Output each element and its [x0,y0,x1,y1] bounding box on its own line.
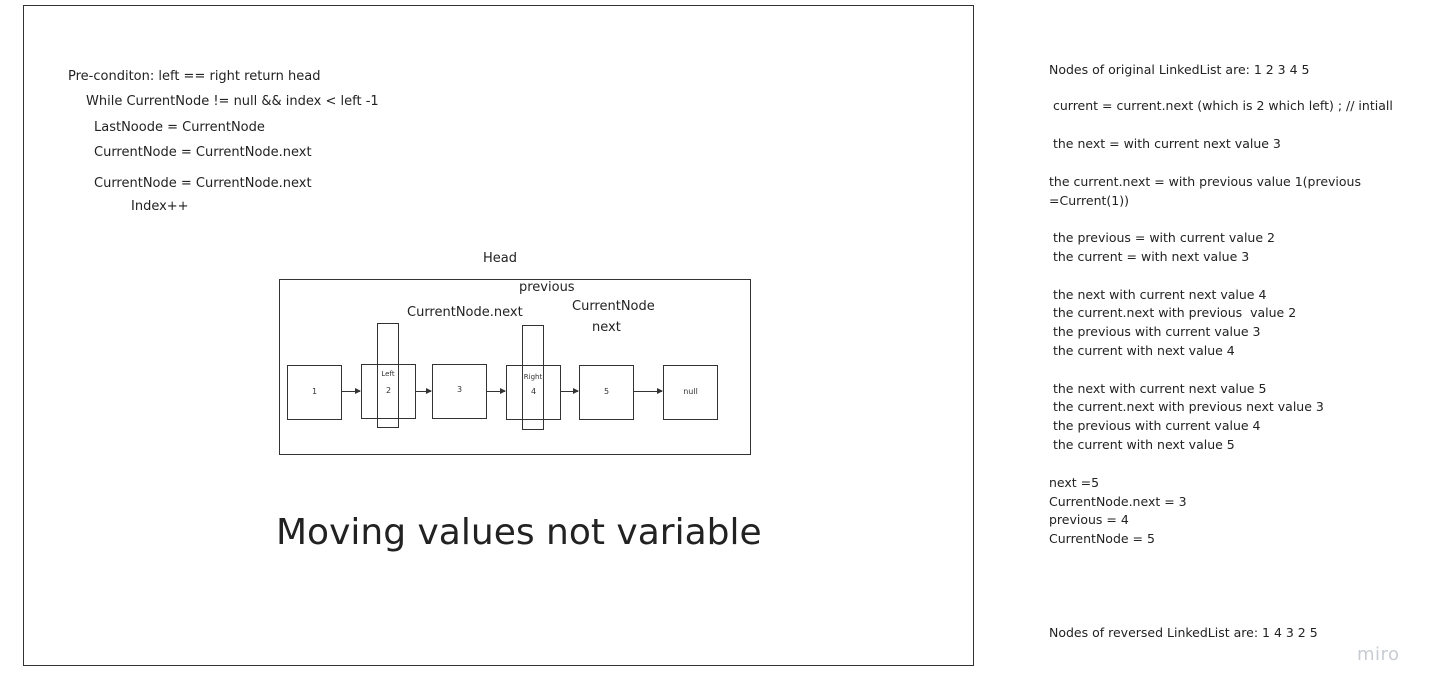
node-4: 4 [506,365,561,420]
note-9: the current with next value 4 [1049,343,1235,358]
node-null-value: null [683,387,698,396]
next-label: next [592,320,621,335]
right-pointer-label: Right [523,373,543,381]
left-pointer: Left [377,323,399,428]
note-6: the next with current next value 4 [1049,287,1267,302]
currentnode-label: CurrentNode [572,299,655,314]
node-3-value: 3 [456,385,463,394]
node-3: 3 [432,364,487,419]
summary-next: next =5 [1049,475,1100,490]
summary-previous: previous = 4 [1049,512,1129,527]
left-pointer-label: Left [381,370,395,378]
arrow-2-3 [416,388,432,394]
code-line-current-next-1: CurrentNode = CurrentNode.next [94,145,312,160]
code-line-current-next-2: CurrentNode = CurrentNode.next [94,176,312,191]
summary-currentnode: CurrentNode = 5 [1049,531,1155,546]
reversed-list: Nodes of reversed LinkedList are: 1 4 3 … [1049,625,1318,640]
note-4: the previous = with current value 2 [1049,230,1275,245]
note-7: the current.next with previous value 2 [1049,305,1297,320]
node-1-value: 1 [311,387,318,396]
note-11: the current.next with previous next valu… [1049,399,1324,414]
note-12: the previous with current value 4 [1049,418,1261,433]
caption: Moving values not variable [276,512,762,553]
code-line-lastnode: LastNoode = CurrentNode [94,120,265,135]
node-2: 2 [361,364,416,419]
note-13: the current with next value 5 [1049,437,1235,452]
node-5-value: 5 [603,387,610,396]
arrow-3-4 [487,388,506,394]
previous-label: previous [519,280,575,295]
currentnode-next-label: CurrentNode.next [407,305,523,320]
node-4-value: 4 [530,387,537,396]
head-label: Head [483,251,517,266]
linked-list-container [279,279,751,455]
node-1: 1 [287,365,342,420]
original-list: Nodes of original LinkedList are: 1 2 3 … [1049,62,1310,77]
note-8: the previous with current value 3 [1049,324,1261,339]
miro-watermark: miro [1357,644,1400,665]
arrow-1-2 [342,388,361,394]
note-5: the current = with next value 3 [1049,249,1250,264]
code-line-precondition: Pre-conditon: left == right return head [68,69,321,84]
arrow-5-null [634,388,663,394]
node-2-value: 2 [385,386,392,395]
note-3b: =Current(1)) [1049,193,1130,208]
arrow-4-5 [561,388,579,394]
note-1: current = current.next (which is 2 which… [1049,98,1393,113]
node-5: 5 [579,365,634,420]
note-2: the next = with current next value 3 [1049,136,1281,151]
summary-currentnode-next: CurrentNode.next = 3 [1049,494,1187,509]
code-line-while: While CurrentNode != null && index < lef… [86,94,379,109]
right-pointer: Right [522,325,544,430]
node-null: null [663,365,718,420]
note-3a: the current.next = with previous value 1… [1049,174,1361,189]
note-10: the next with current next value 5 [1049,381,1267,396]
main-frame [23,5,974,666]
code-line-index: Index++ [131,199,189,214]
